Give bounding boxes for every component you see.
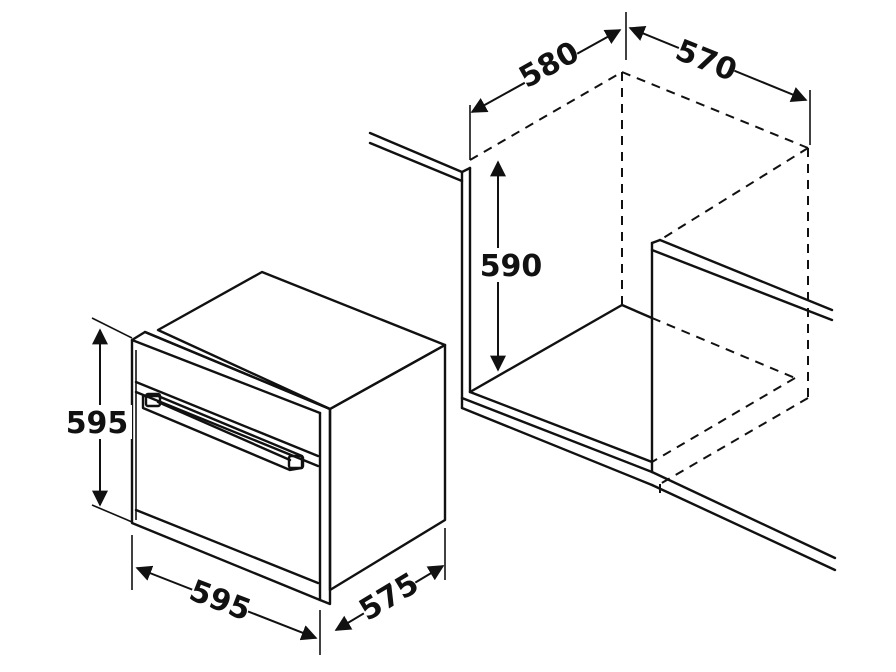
oven xyxy=(130,270,447,606)
label-niche-height: 590 xyxy=(480,249,543,284)
label-oven-depth: 575 xyxy=(353,566,425,628)
oven-handle xyxy=(141,392,305,472)
cabinet-niche xyxy=(368,71,837,572)
left-cabinet-wall xyxy=(368,131,472,400)
niche-hidden-edges xyxy=(469,71,809,498)
right-cabinet-wall xyxy=(650,238,834,474)
label-niche-depth: 570 xyxy=(670,33,741,89)
dimension-niche-width xyxy=(469,12,627,160)
niche-floor xyxy=(460,303,837,572)
label-oven-width: 595 xyxy=(184,573,255,628)
label-niche-width: 580 xyxy=(513,35,585,96)
label-oven-height: 595 xyxy=(66,406,129,441)
